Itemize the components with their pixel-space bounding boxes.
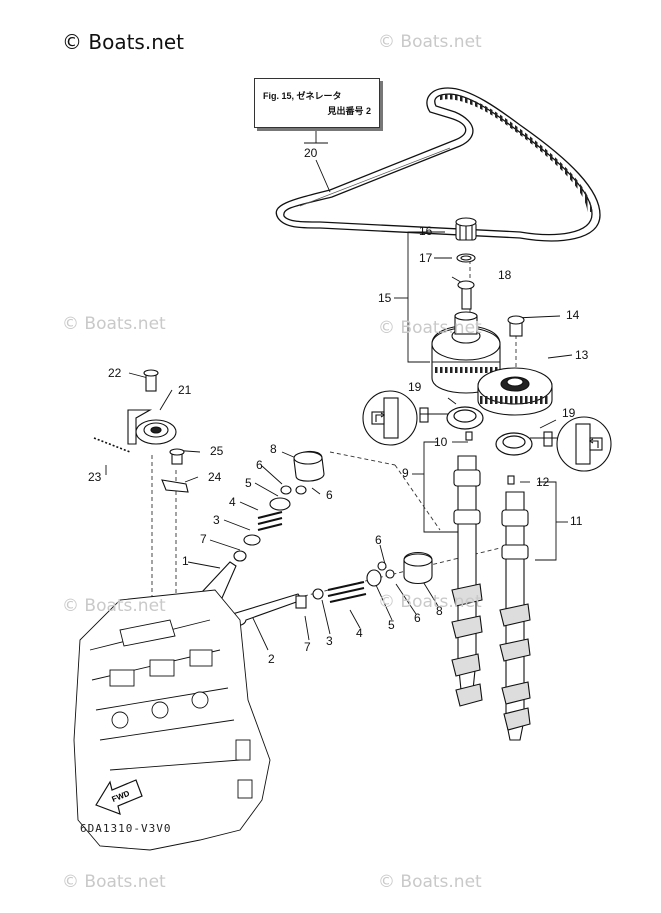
callout-6: 6: [326, 488, 333, 502]
watermark: © Boats.net: [378, 872, 482, 892]
figure-ref-line1: Fig. 15, ゼネレータ: [263, 91, 342, 101]
callout-5: 5: [245, 476, 252, 490]
watermark: © Boats.net: [62, 872, 166, 892]
callout-7: 7: [304, 640, 311, 654]
callout-5: 5: [388, 618, 395, 632]
figure-ref-line2: 見出番号 2: [327, 106, 371, 116]
callout-8: 8: [270, 442, 277, 456]
callout-9: 9: [402, 466, 409, 480]
camshafts: [451, 431, 531, 741]
callout-6: 6: [414, 611, 421, 625]
watermark: © Boats.net: [378, 32, 482, 52]
watermark: © Boats.net: [62, 314, 166, 334]
watermark: © Boats.net: [62, 596, 166, 616]
callout-19: 19: [562, 406, 576, 420]
drawing-code: 6DA1310-V3V0: [80, 822, 172, 835]
callout-1: 1: [182, 554, 189, 568]
engine-block: [73, 589, 271, 851]
watermark: © Boats.net: [378, 592, 482, 612]
callout-12: 12: [536, 475, 550, 489]
callout-2: 2: [268, 652, 275, 666]
cam-sprocket-assembly: [431, 217, 525, 394]
cam-sprocket: [477, 367, 553, 416]
callout-23: 23: [88, 470, 102, 484]
watermark: © Boats.net: [378, 318, 482, 338]
callout-4: 4: [356, 626, 363, 640]
callout-14: 14: [566, 308, 580, 322]
brand-logo: © Boats.net: [62, 30, 185, 54]
callout-16: 16: [419, 224, 433, 238]
callout-24: 24: [208, 470, 222, 484]
fwd-arrow: [95, 779, 143, 815]
callout-8: 8: [436, 604, 443, 618]
seal-orientation-callouts: [362, 390, 612, 472]
callout-21: 21: [178, 383, 192, 397]
callout-3: 3: [213, 513, 220, 527]
callout-18: 18: [498, 268, 512, 282]
callout-6: 6: [375, 533, 382, 547]
callout-4: 4: [229, 495, 236, 509]
callout-6: 6: [256, 458, 263, 472]
callout-20: 20: [304, 146, 318, 160]
callout-22: 22: [108, 366, 122, 380]
callout-13: 13: [575, 348, 589, 362]
callout-7: 7: [200, 532, 207, 546]
callout-10: 10: [434, 435, 448, 449]
callout-17: 17: [419, 251, 433, 265]
oil-seals: [446, 406, 533, 456]
callout-15: 15: [378, 291, 392, 305]
belt-tensioner: [93, 369, 189, 493]
callout-3: 3: [326, 634, 333, 648]
callout-25: 25: [210, 444, 224, 458]
callout-19: 19: [408, 380, 422, 394]
figure-reference-box: Fig. 15, ゼネレータ 見出番号 2: [254, 78, 380, 128]
callout-11: 11: [570, 514, 583, 528]
